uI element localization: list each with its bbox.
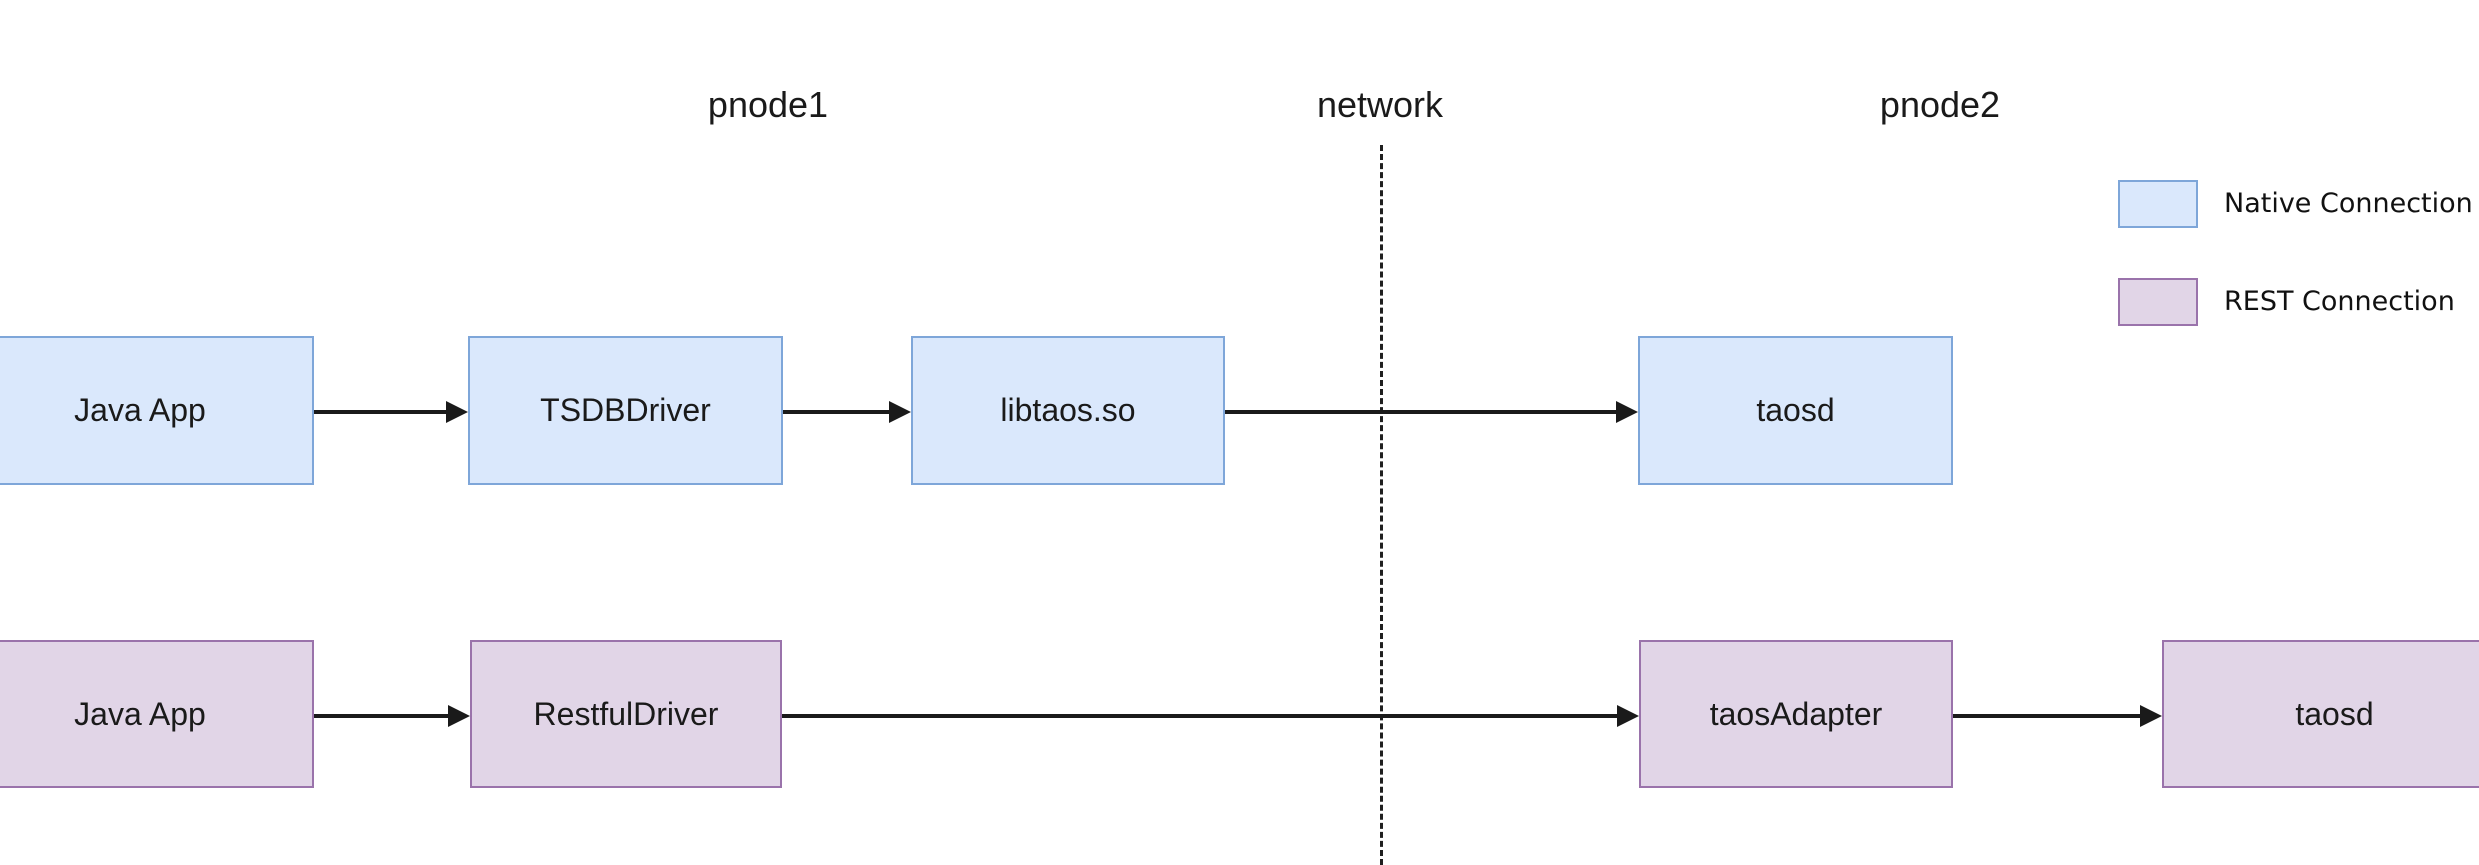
network-boundary-divider xyxy=(1380,145,1383,865)
arrowhead-tsdbdriver xyxy=(446,401,468,423)
node-java-app-rest[interactable]: Java App xyxy=(0,640,314,788)
zone-label-pnode2: pnode2 xyxy=(1879,84,2001,125)
arrowhead-taosd-rest xyxy=(2140,705,2162,727)
arrowhead-restfuldriver xyxy=(448,705,470,727)
node-libtaos-so[interactable]: libtaos.so xyxy=(911,336,1225,485)
node-restfuldriver[interactable]: RestfulDriver xyxy=(470,640,782,788)
edge-javaapp-to-tsdbdriver xyxy=(314,410,446,414)
edge-libtaos-to-taosd xyxy=(1225,410,1616,414)
zone-label-network: network xyxy=(1316,84,1444,125)
arrowhead-taosadapter xyxy=(1617,705,1639,727)
node-taosadapter[interactable]: taosAdapter xyxy=(1639,640,1953,788)
edge-taosadapter-to-taosd xyxy=(1953,714,2140,718)
legend-label-native: Native Connection xyxy=(2224,188,2473,219)
node-taosd-native[interactable]: taosd xyxy=(1638,336,1953,485)
arrowhead-libtaos xyxy=(889,401,911,423)
node-java-app-native[interactable]: Java App xyxy=(0,336,314,485)
legend-swatch-native xyxy=(2118,180,2198,228)
legend-swatch-rest xyxy=(2118,278,2198,326)
arrowhead-taosd-native xyxy=(1616,401,1638,423)
node-taosd-rest[interactable]: taosd xyxy=(2162,640,2479,788)
zone-label-pnode1: pnode1 xyxy=(707,84,829,125)
node-tsdbdriver[interactable]: TSDBDriver xyxy=(468,336,783,485)
legend-label-rest: REST Connection xyxy=(2224,286,2455,317)
edge-restfuldriver-to-taosadapter xyxy=(782,714,1617,718)
edge-tsdbdriver-to-libtaos xyxy=(783,410,889,414)
edge-javaapp-to-restfuldriver xyxy=(314,714,448,718)
